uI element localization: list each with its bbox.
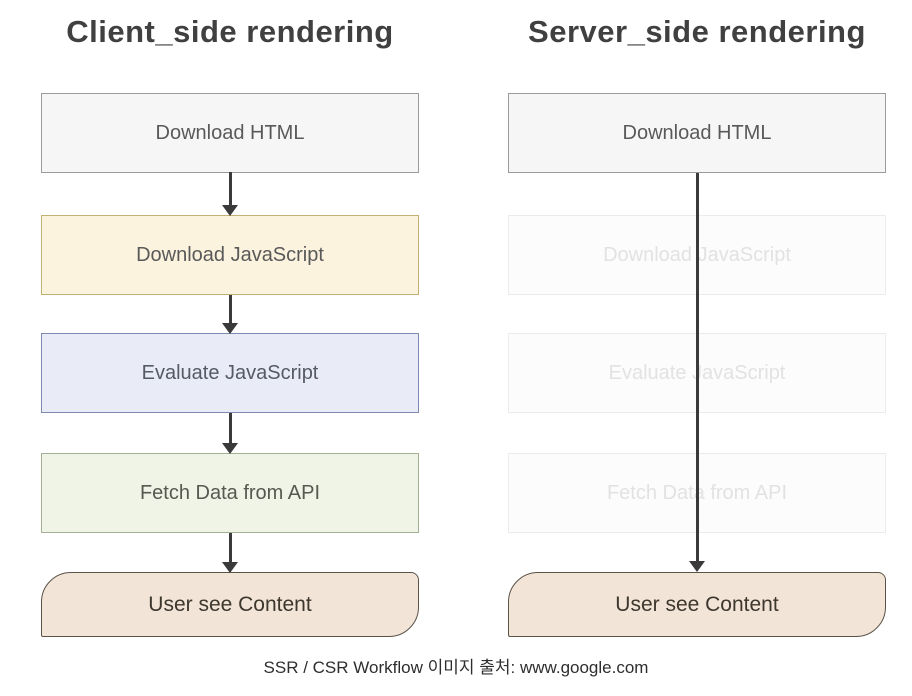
arrow-head xyxy=(222,205,238,216)
arrow-shaft xyxy=(228,533,232,562)
server-side-rendering-title: Server_side rendering xyxy=(528,14,866,49)
down-arrow-icon xyxy=(689,173,705,572)
down-arrow-icon xyxy=(222,172,238,216)
ssr-step-download-html: Download HTML xyxy=(508,93,886,173)
arrow-shaft xyxy=(228,295,232,323)
arrow-shaft xyxy=(695,173,699,561)
csr-step-download-javascript: Download JavaScript xyxy=(41,215,419,295)
arrow-head xyxy=(222,562,238,573)
caption: SSR / CSR Workflow 이미지 출처: www.google.co… xyxy=(263,658,649,677)
client-side-rendering-title: Client_side rendering xyxy=(66,14,394,49)
down-arrow-icon xyxy=(222,413,238,454)
down-arrow-icon xyxy=(222,533,238,573)
csr-step-download-html: Download HTML xyxy=(41,93,419,173)
arrow-shaft xyxy=(228,413,232,443)
csr-step-user-see-content: User see Content xyxy=(41,572,419,637)
arrow-head xyxy=(222,323,238,334)
down-arrow-icon xyxy=(222,295,238,334)
csr-step-evaluate-javascript: Evaluate JavaScript xyxy=(41,333,419,413)
arrow-head xyxy=(689,561,705,572)
ssr-step-user-see-content: User see Content xyxy=(508,572,886,637)
arrow-head xyxy=(222,443,238,454)
arrow-shaft xyxy=(228,172,232,205)
csr-step-fetch-data-from-api: Fetch Data from API xyxy=(41,453,419,533)
